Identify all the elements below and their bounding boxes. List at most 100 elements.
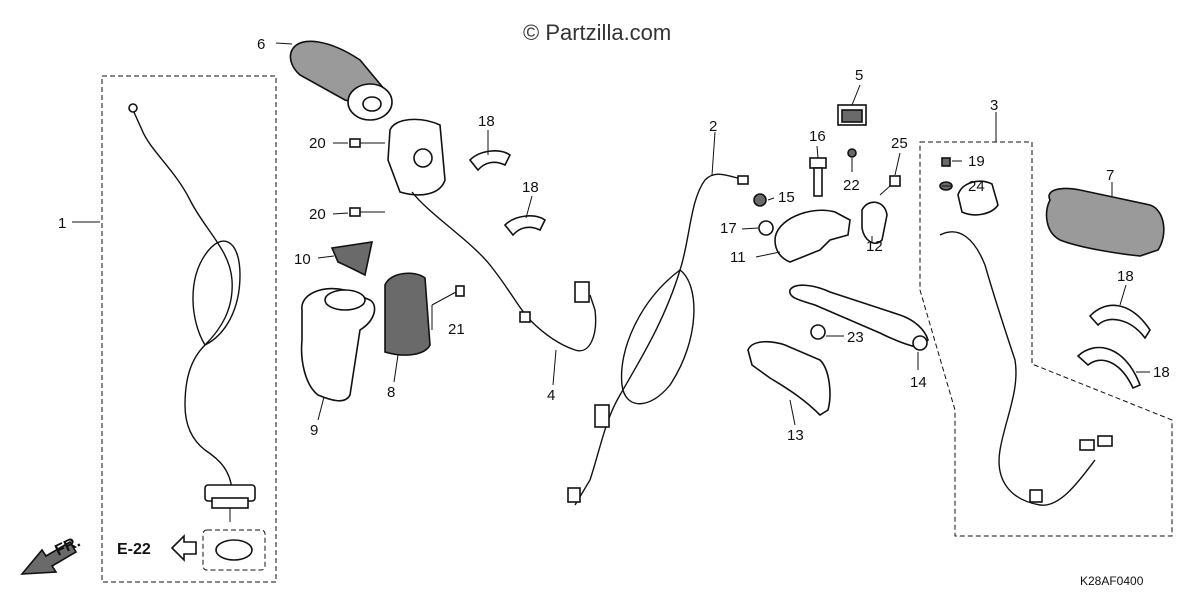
callout-7[interactable]: 7 bbox=[1106, 167, 1114, 184]
switch-face bbox=[841, 109, 863, 123]
reference-e22[interactable]: E-22 bbox=[117, 529, 266, 571]
front-label: FR. bbox=[53, 533, 84, 559]
bolt-head bbox=[889, 175, 901, 187]
part-9-housing-half[interactable] bbox=[300, 288, 376, 402]
left-grip-body bbox=[1045, 187, 1165, 257]
part-19-screw[interactable] bbox=[941, 157, 951, 167]
callout-18-c[interactable]: 18 bbox=[1117, 268, 1134, 285]
clamp-band bbox=[1088, 304, 1151, 340]
part-10-bracket[interactable] bbox=[330, 241, 374, 277]
part-18-clamp-4[interactable] bbox=[1076, 346, 1142, 390]
switch-harness-connector bbox=[574, 281, 590, 303]
part-12-bracket-clamp[interactable] bbox=[861, 201, 888, 244]
lever-cover-body bbox=[747, 340, 831, 417]
part-5-switch[interactable] bbox=[837, 104, 867, 126]
callout-13[interactable]: 13 bbox=[787, 427, 804, 444]
callout-17[interactable]: 17 bbox=[720, 220, 737, 237]
leader-16 bbox=[816, 145, 819, 159]
part-20-screw-lower[interactable] bbox=[349, 207, 385, 217]
callout-21[interactable]: 21 bbox=[448, 321, 465, 338]
screw-head bbox=[941, 157, 951, 167]
callout-6[interactable]: 6 bbox=[257, 36, 265, 53]
part-20-screw-upper[interactable] bbox=[349, 138, 385, 148]
callout-19[interactable]: 19 bbox=[968, 153, 985, 170]
screw-head bbox=[349, 207, 361, 217]
part-23-nut[interactable] bbox=[810, 324, 826, 340]
part-7-left-grip[interactable] bbox=[1045, 187, 1165, 257]
callout-20-b[interactable]: 20 bbox=[309, 206, 326, 223]
callout-12[interactable]: 12 bbox=[866, 238, 883, 255]
cable-end-fitting bbox=[128, 103, 138, 113]
switch-connector-1 bbox=[1079, 439, 1095, 451]
leader-15 bbox=[767, 197, 775, 201]
callout-18-a[interactable]: 18 bbox=[478, 113, 495, 130]
callout-24[interactable]: 24 bbox=[968, 178, 985, 195]
part-1-group-box bbox=[101, 75, 277, 583]
leader-18c bbox=[1119, 284, 1127, 306]
part-2-clutch-cable[interactable] bbox=[567, 173, 749, 506]
callout-8[interactable]: 8 bbox=[387, 384, 395, 401]
callout-10[interactable]: 10 bbox=[294, 251, 311, 268]
callout-23[interactable]: 23 bbox=[847, 329, 864, 346]
diagram-code: K28AF0400 bbox=[1080, 574, 1144, 588]
part-15-nut[interactable] bbox=[753, 193, 767, 207]
bolt-shank bbox=[879, 185, 891, 196]
callout-5[interactable]: 5 bbox=[855, 67, 863, 84]
clutch-cable-adjuster bbox=[594, 404, 610, 428]
leader-17 bbox=[741, 227, 759, 230]
clamp-band bbox=[1076, 346, 1142, 390]
callout-14[interactable]: 14 bbox=[910, 374, 927, 391]
callout-18-d[interactable]: 18 bbox=[1153, 364, 1170, 381]
part-18-clamp-3[interactable] bbox=[1088, 304, 1151, 340]
part-14-clutch-lever[interactable] bbox=[789, 284, 929, 351]
callout-20-a[interactable]: 20 bbox=[309, 135, 326, 152]
part-13-lever-cover[interactable] bbox=[747, 340, 831, 417]
callout-4[interactable]: 4 bbox=[547, 387, 555, 404]
clamp-band bbox=[503, 215, 547, 237]
callout-11[interactable]: 11 bbox=[730, 249, 746, 266]
callout-1[interactable]: 1 bbox=[58, 215, 66, 232]
callout-22[interactable]: 22 bbox=[843, 177, 860, 194]
copyright-text: © Partzilla.com bbox=[523, 20, 671, 45]
leader-9 bbox=[317, 396, 325, 421]
bolt-shank bbox=[813, 167, 823, 197]
part-18-clamp-1[interactable] bbox=[468, 150, 512, 172]
part-3-switch-assembly[interactable] bbox=[919, 141, 1173, 537]
throttle-cable-line bbox=[132, 109, 233, 491]
part-18-clamp-2[interactable] bbox=[503, 215, 547, 237]
part-22-screw[interactable] bbox=[847, 148, 857, 158]
callout-25[interactable]: 25 bbox=[891, 135, 908, 152]
part-1-throttle-cable[interactable] bbox=[101, 75, 277, 583]
callout-2[interactable]: 2 bbox=[709, 118, 717, 135]
callout-3[interactable]: 3 bbox=[990, 97, 998, 114]
leader-11 bbox=[755, 251, 781, 258]
part-6-throttle-grip[interactable] bbox=[289, 40, 393, 121]
callout-9[interactable]: 9 bbox=[310, 422, 318, 439]
throttle-cable-nut bbox=[211, 497, 249, 509]
leader-5 bbox=[851, 84, 861, 106]
callout-18-b[interactable]: 18 bbox=[522, 179, 539, 196]
part-25-bolt[interactable] bbox=[879, 175, 901, 196]
part-21-screw[interactable] bbox=[431, 285, 465, 306]
reference-ring-icon bbox=[215, 539, 253, 561]
callout-16[interactable]: 16 bbox=[809, 128, 826, 145]
switch-harness-clamp bbox=[1029, 489, 1043, 503]
part-8-housing-half[interactable] bbox=[384, 272, 431, 356]
leader-8 bbox=[393, 354, 399, 383]
screw-head bbox=[349, 138, 361, 148]
bolt-head bbox=[809, 157, 827, 169]
nut-shape bbox=[753, 193, 767, 207]
collar-shape bbox=[758, 220, 774, 236]
part-16-bolt[interactable] bbox=[809, 157, 827, 197]
switch-harness-wire bbox=[411, 191, 597, 352]
part-17-collar[interactable] bbox=[758, 220, 774, 236]
part-4-switch-housing[interactable] bbox=[387, 118, 597, 352]
housing-half-boss bbox=[324, 289, 366, 311]
switch-connector-2 bbox=[1097, 435, 1113, 447]
part-11-lever-bracket[interactable] bbox=[774, 209, 851, 263]
switch-assembly-wire bbox=[939, 231, 1096, 506]
front-direction-indicator: FR. bbox=[20, 533, 84, 575]
callout-15[interactable]: 15 bbox=[778, 189, 795, 206]
